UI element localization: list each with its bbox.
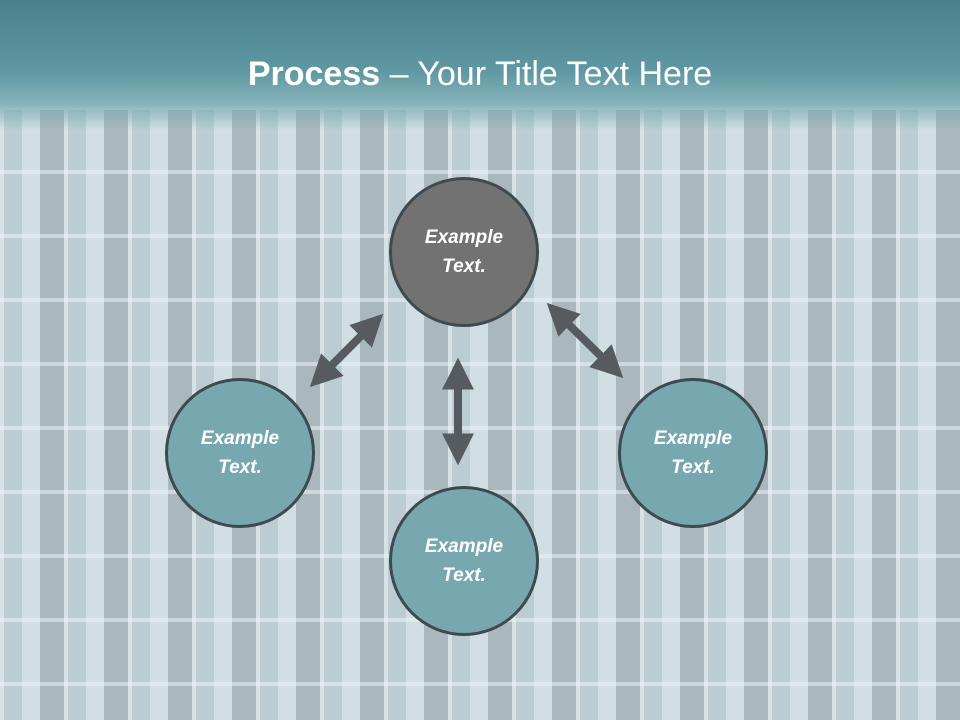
node-label: Example Text. [424, 227, 504, 277]
process-node-left: Example Text. [165, 378, 315, 528]
node-label: Example Text. [424, 536, 504, 586]
process-node-right: Example Text. [618, 378, 768, 528]
process-node-bottom: Example Text. [389, 486, 539, 636]
slide-title: Process – Your Title Text Here [0, 52, 960, 96]
title-banner: Process – Your Title Text Here [0, 0, 960, 130]
node-label: Example Text. [200, 428, 280, 478]
process-node-top: Example Text. [389, 177, 539, 327]
node-label: Example Text. [653, 428, 733, 478]
title-bold: Process [247, 55, 381, 93]
arrow-top-left [309, 313, 384, 388]
arrow-top-right [546, 302, 624, 379]
title-rest: – Your Title Text Here [380, 55, 713, 93]
